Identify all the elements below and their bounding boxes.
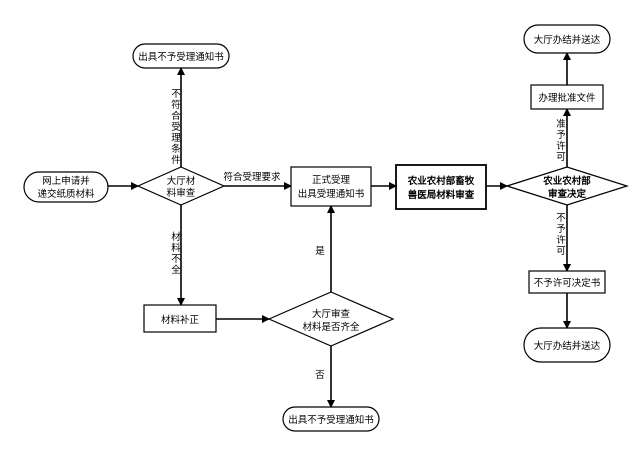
node-reject-top: 出具不予受理通知书 [132, 43, 230, 69]
node-supplement-label: 材料补正 [161, 314, 200, 326]
node-deny-docs: 不予许可决定书 [528, 270, 606, 294]
edge-label-incomplete: 材 料 不 全 [171, 231, 181, 276]
edge-label-not-meet: 不 符 合 受 理 条 件 [171, 89, 181, 166]
node-ministry-decision: 农业农村部 审查决定 [505, 166, 629, 206]
node-reject-bottom-label: 出具不予受理通知书 [288, 414, 374, 426]
edge-label-approve-char: 予 [556, 130, 566, 141]
node-ministry-review-line-2: 兽医局材料审查 [408, 189, 475, 201]
edge-label-meet: 符合受理要求 [223, 171, 281, 183]
edge-label-not-meet-char: 合 [171, 110, 181, 122]
node-formal-accept: 正式受理 出具受理通知书 [290, 166, 372, 207]
node-finish-top-label: 大厅办结并送达 [534, 34, 601, 46]
edges [108, 52, 571, 408]
edge-label-incomplete-char: 料 [171, 242, 181, 254]
edge-label-deny-char: 不 [556, 213, 566, 224]
node-finish-bottom: 大厅办结并送达 [523, 327, 611, 363]
edge-label-yes: 是 [315, 246, 325, 257]
node-ministry-review: 农业农村部畜牧 兽医局材料审查 [395, 164, 487, 210]
node-completeness-line-2: 材料是否齐全 [302, 321, 360, 333]
node-approve-docs-label: 办理批准文件 [538, 92, 596, 104]
edge-label-not-meet-char: 符 [171, 99, 181, 111]
edge-label-not-meet-char: 不 [171, 89, 181, 100]
edge-label-incomplete-char: 不 [171, 254, 181, 265]
node-completeness-line-1: 大厅审查 [312, 308, 351, 320]
edge-label-not-meet-char: 理 [171, 133, 181, 144]
edge-label-deny: 不 予 许 可 [556, 213, 566, 257]
node-supplement: 材料补正 [143, 304, 217, 333]
node-deny-docs-label: 不予许可决定书 [534, 277, 601, 289]
edge-label-deny-char: 予 [556, 224, 566, 235]
edge-label-approve-char: 许 [556, 140, 566, 152]
node-start-line-2: 递交纸质材料 [37, 188, 95, 200]
node-ministry-decision-line-2: 审查决定 [548, 188, 587, 200]
edge-label-not-meet-char: 件 [171, 154, 181, 166]
node-hall-review-line-1: 大厅材 [167, 175, 196, 187]
edge-label-approve-char: 准 [556, 119, 566, 130]
node-reject-top-label: 出具不予受理通知书 [138, 51, 224, 63]
edge-label-incomplete-char: 材 [171, 231, 181, 243]
edge-label-approve-char: 可 [556, 152, 566, 163]
node-finish-bottom-label: 大厅办结并送达 [534, 340, 601, 352]
edge-label-no: 否 [315, 370, 325, 381]
edge-label-deny-char: 许 [556, 234, 566, 246]
node-ministry-review-line-1: 农业农村部畜牧 [407, 175, 475, 187]
node-formal-accept-line-2: 出具受理通知书 [298, 188, 365, 200]
node-approve-docs: 办理批准文件 [530, 84, 604, 110]
edge-label-incomplete-char: 全 [171, 264, 181, 276]
node-completeness-decision: 大厅审查 材料是否齐全 [267, 291, 395, 347]
node-hall-review-line-2: 料审查 [167, 187, 196, 199]
node-hall-review-decision: 大厅材 料审查 [136, 166, 226, 206]
node-formal-accept-line-1: 正式受理 [312, 174, 351, 186]
edge-label-approve: 准 予 许 可 [556, 119, 566, 163]
edge-label-not-meet-char: 条 [171, 143, 181, 155]
node-start-line-1: 网上申请并 [42, 175, 90, 187]
node-reject-bottom: 出具不予受理通知书 [282, 406, 380, 432]
node-start: 网上申请并 递交纸质材料 [23, 171, 109, 203]
edge-label-deny-char: 可 [556, 246, 566, 257]
node-ministry-decision-line-1: 农业农村部 [542, 175, 591, 187]
node-finish-top: 大厅办结并送达 [523, 24, 611, 54]
edge-label-not-meet-char: 受 [171, 121, 181, 133]
